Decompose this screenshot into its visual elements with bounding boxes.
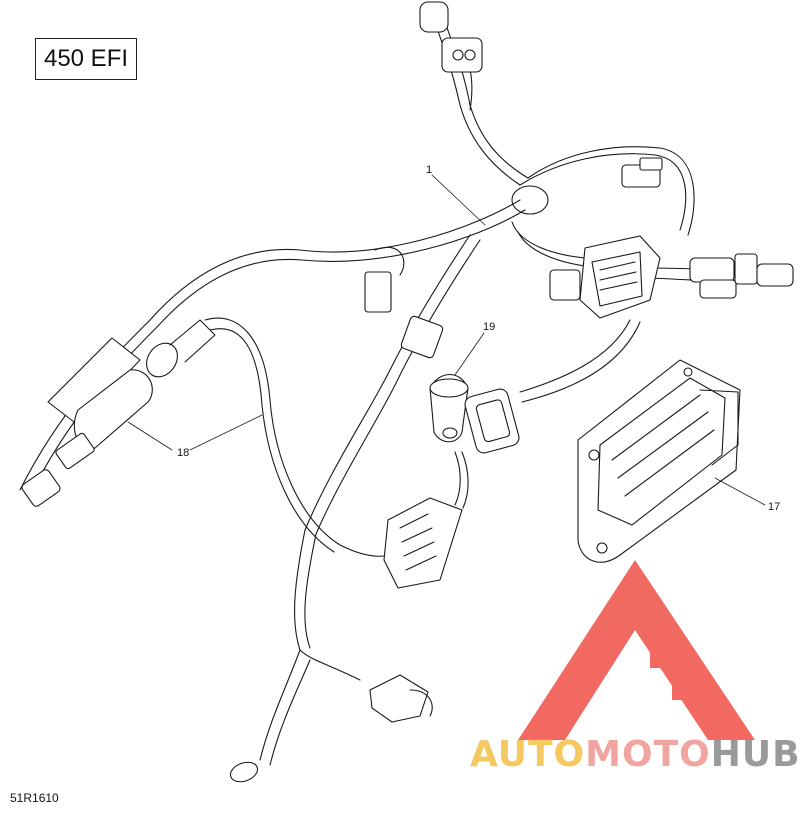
model-label-box: 450 EFI	[35, 38, 137, 80]
top-connector	[419, 1, 483, 73]
leader-18a	[189, 414, 263, 451]
callout-17: 17	[768, 501, 780, 513]
protective-cap	[429, 373, 469, 443]
leader-18b	[127, 421, 173, 451]
upper-right-connector	[621, 157, 663, 188]
large-flat-connector	[383, 451, 469, 589]
callout-1: 1	[426, 164, 432, 176]
left-small-connectors	[364, 246, 444, 359]
reference-code: 51R1610	[10, 791, 59, 805]
leader-19	[454, 332, 485, 376]
watermark-moto: MOTO	[585, 734, 711, 775]
watermark-hub: HUB	[711, 734, 800, 775]
ignition-coil	[21, 317, 401, 557]
middle-connector	[464, 388, 520, 454]
main-harness	[19, 11, 791, 535]
leader-17	[714, 477, 766, 506]
lower-ground-branch	[229, 529, 433, 783]
callout-19: 19	[483, 321, 495, 333]
ecm-module	[577, 359, 741, 563]
watermark-wordmark: AUTOMOTOHUB	[470, 734, 800, 775]
right-inline-connectors	[689, 253, 794, 299]
leader-1	[431, 174, 486, 226]
automotohub-logo	[518, 560, 755, 740]
model-label: 450 EFI	[43, 45, 129, 72]
leader-lines	[127, 174, 766, 506]
watermark-auto: AUTO	[470, 734, 585, 775]
callout-18: 18	[177, 447, 189, 459]
main-multipin-connector	[549, 235, 661, 319]
